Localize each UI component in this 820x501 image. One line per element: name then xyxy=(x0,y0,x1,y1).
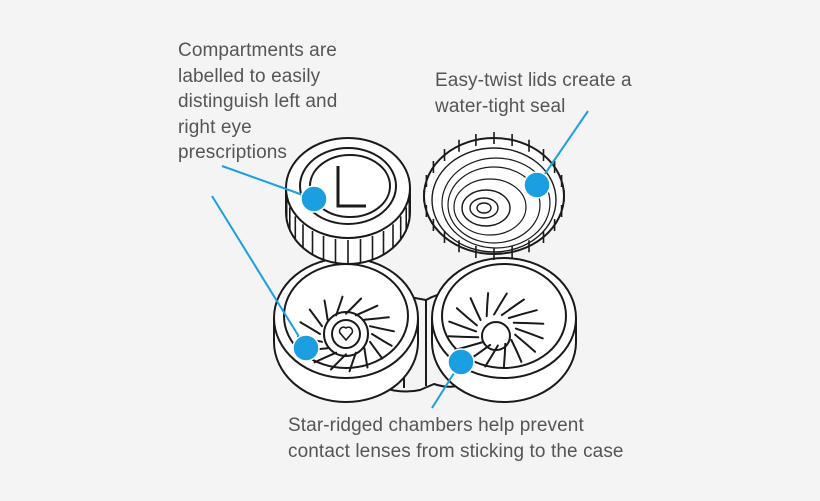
chamber-ridge xyxy=(329,353,347,371)
callout-line: water-tight seal xyxy=(435,95,566,117)
chamber-ridge xyxy=(371,333,393,347)
right-chamber xyxy=(431,257,577,403)
chamber-ridge xyxy=(500,298,525,317)
heart-icon xyxy=(338,326,354,342)
chamber-ridge xyxy=(510,339,523,363)
chamber-ridge xyxy=(493,292,508,316)
chamber-ridge xyxy=(512,321,545,325)
marker-left-chamber xyxy=(292,334,320,362)
markers xyxy=(292,171,551,376)
marker-left-lid xyxy=(300,185,328,213)
chamber-ridge xyxy=(369,325,395,333)
chamber-ridge xyxy=(514,327,544,340)
chamber-ridge xyxy=(313,351,338,364)
leader-line-lids xyxy=(537,110,589,185)
chamber-ridge xyxy=(514,333,537,353)
chamber-ridge xyxy=(502,342,507,368)
right-lid xyxy=(423,132,566,260)
callout-line: distinguish left and xyxy=(178,91,338,112)
chamber-ridge xyxy=(299,321,321,335)
callout-line: Star-ridged chambers help prevent xyxy=(288,415,584,436)
callout-lids: Easy-twist lids create a water-tight sea… xyxy=(435,68,632,119)
callout-chambers: Star-ridged chambers help prevent contac… xyxy=(288,413,624,464)
callout-line: prescriptions xyxy=(178,142,288,163)
leader-line-compartments xyxy=(221,165,315,200)
callout-line: right eye xyxy=(178,116,252,138)
chamber-ridge xyxy=(348,351,357,373)
marker-right-chamber xyxy=(447,348,475,376)
callout-line: Easy-twist lids create a xyxy=(435,70,632,91)
callout-compartments: Compartments are labelled to easily dist… xyxy=(178,38,337,166)
chamber-ridge xyxy=(335,295,344,317)
chamber-ridge xyxy=(469,297,482,321)
left-lid-letter-shape xyxy=(336,166,366,208)
callout-line: contact lenses from sticking to the case xyxy=(288,440,624,462)
marker-right-lid xyxy=(523,171,551,199)
chamber-ridge xyxy=(447,335,480,339)
chamber-ridge xyxy=(484,344,499,368)
chamber-ridge xyxy=(345,297,363,315)
chamber-ridge xyxy=(363,347,369,369)
leader-line-chamber-label xyxy=(211,195,307,349)
callout-line: Compartments are xyxy=(178,40,337,61)
chamber-ridge xyxy=(354,304,379,317)
chamber-ridge xyxy=(455,307,478,327)
chamber-ridge xyxy=(323,299,329,321)
chamber-ridge xyxy=(485,292,490,318)
chamber-ridge xyxy=(308,308,323,328)
callout-line: labelled to easily xyxy=(178,65,321,87)
chamber-ridge xyxy=(369,340,384,360)
chamber-ridge xyxy=(507,309,538,319)
chamber-ridge xyxy=(363,316,390,321)
chamber-ridge xyxy=(448,320,478,333)
